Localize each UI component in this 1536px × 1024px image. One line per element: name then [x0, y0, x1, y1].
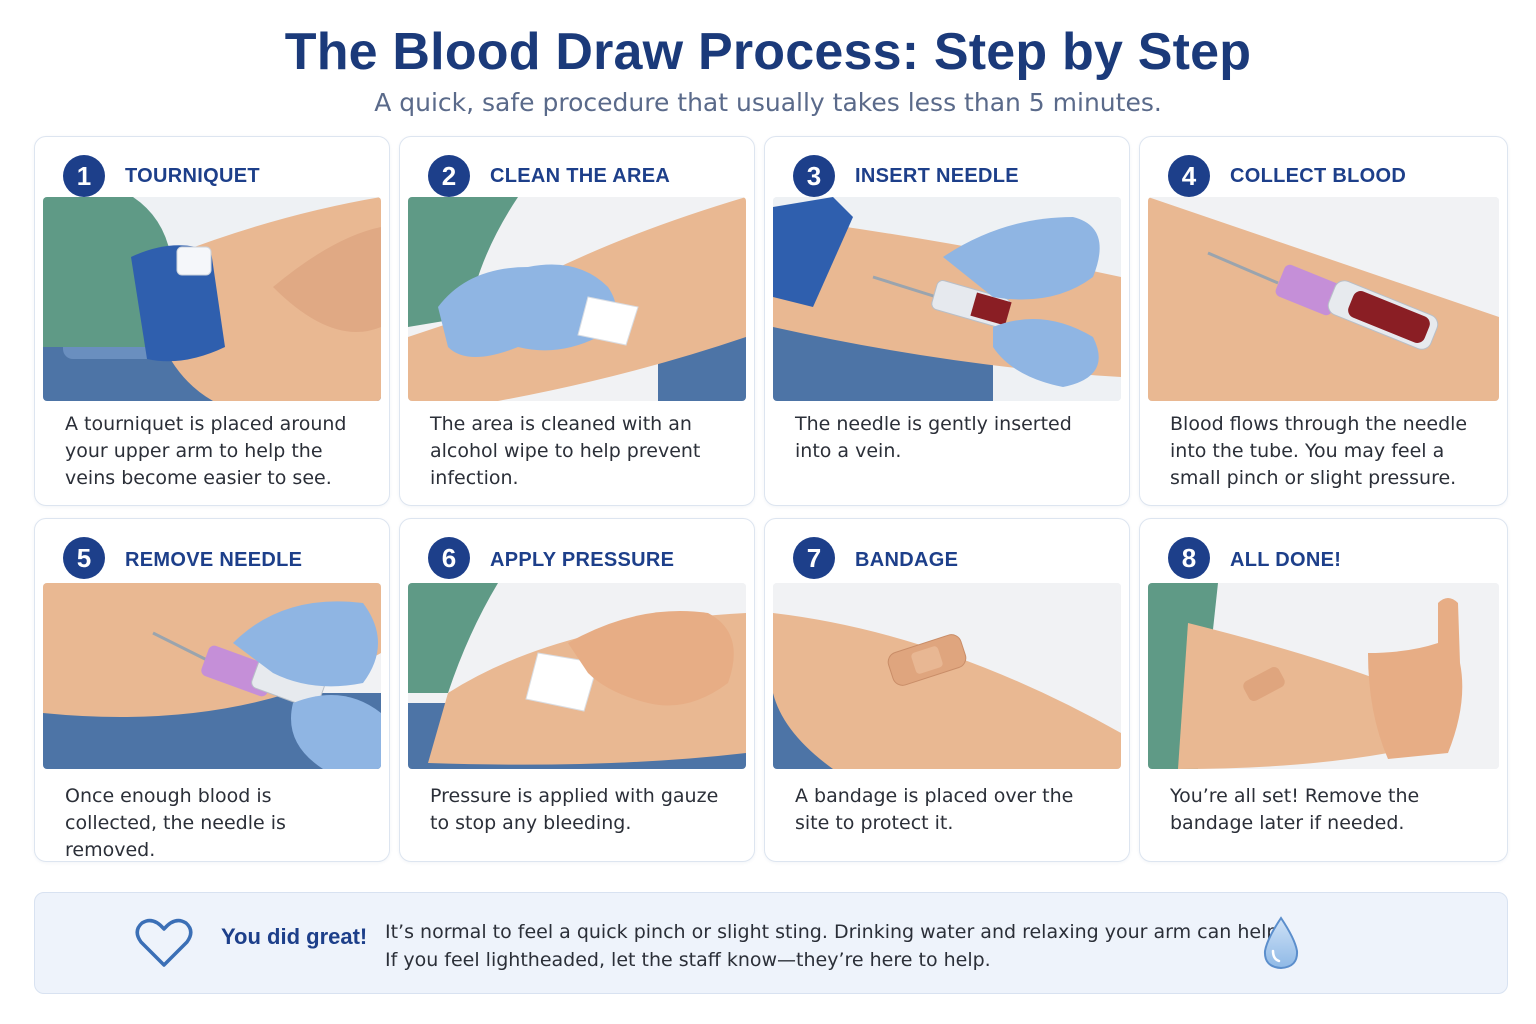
reassurance-banner: You did great! It’s normal to feel a qui…: [34, 892, 1508, 994]
step-card-4: 4 COLLECT BLOOD Blood flows through the …: [1139, 136, 1508, 506]
step-description: Pressure is applied with gauze to stop a…: [430, 785, 719, 834]
step-description: A bandage is placed over the site to pro…: [795, 785, 1074, 834]
step-title: REMOVE NEEDLE: [125, 549, 303, 571]
banner-text-line-1: It’s normal to feel a quick pinch or sli…: [385, 921, 1285, 943]
step-card-7: 7 BANDAGE A bandage is placed over the s…: [764, 518, 1130, 862]
step-number-badge: 4: [1168, 155, 1210, 197]
blood-collection-illustration: [1148, 197, 1499, 401]
thumbs-up-illustration: [1148, 583, 1499, 769]
step-card-2: 2 CLEAN THE AREA The area is cleaned wit…: [399, 136, 755, 506]
step-title: BANDAGE: [855, 549, 959, 571]
step-title: CLEAN THE AREA: [490, 165, 671, 187]
step-card-3: 3 INSERT NEEDLE The needle is gently ins…: [764, 136, 1130, 506]
step-number-badge: 3: [793, 155, 835, 197]
step-description: The area is cleaned with an alcohol wipe…: [430, 413, 701, 489]
step-number-badge: 6: [428, 537, 470, 579]
step-title: APPLY PRESSURE: [490, 549, 675, 571]
banner-text-line-2: If you feel lightheaded, let the staff k…: [385, 949, 991, 971]
step-number-badge: 7: [793, 537, 835, 579]
step-card-1: 1 TOURNIQUET A tourniquet is placed arou…: [34, 136, 390, 506]
step-number-badge: 1: [63, 155, 105, 197]
step-description: A tourniquet is placed around your upper…: [65, 413, 347, 489]
tourniquet-illustration: [43, 197, 381, 401]
step-title: ALL DONE!: [1230, 549, 1342, 571]
banner-heading: You did great!: [221, 924, 368, 949]
apply-pressure-illustration: [408, 583, 746, 769]
step-title: COLLECT BLOOD: [1230, 165, 1407, 187]
step-title: INSERT NEEDLE: [855, 165, 1019, 187]
step-description: The needle is gently inserted into a vei…: [795, 413, 1072, 462]
needle-insertion-illustration: [773, 197, 1121, 401]
step-title: TOURNIQUET: [125, 165, 260, 187]
page-subtitle: A quick, safe procedure that usually tak…: [374, 88, 1162, 117]
step-number-badge: 5: [63, 537, 105, 579]
step-card-8: 8 ALL DONE! You’re all set! Remove the b…: [1139, 518, 1508, 862]
bandage-illustration: [773, 583, 1121, 769]
step-number-badge: 8: [1168, 537, 1210, 579]
needle-removal-illustration: [43, 583, 381, 769]
step-description: Blood flows through the needle into the …: [1170, 413, 1468, 489]
step-description: You’re all set! Remove the bandage later…: [1170, 785, 1420, 834]
step-card-5: 5 REMOVE NEEDLE Once enough blood is col…: [34, 518, 390, 862]
step-card-6: 6 APPLY PRESSURE Pressure is applied wit…: [399, 518, 755, 862]
step-description: Once enough blood is collected, the need…: [65, 785, 286, 861]
cleaning-illustration: [408, 197, 746, 401]
step-number-badge: 2: [428, 155, 470, 197]
page-title: The Blood Draw Process: Step by Step: [284, 23, 1252, 81]
water-drop-icon: [1263, 916, 1299, 970]
heart-icon: [135, 918, 193, 967]
